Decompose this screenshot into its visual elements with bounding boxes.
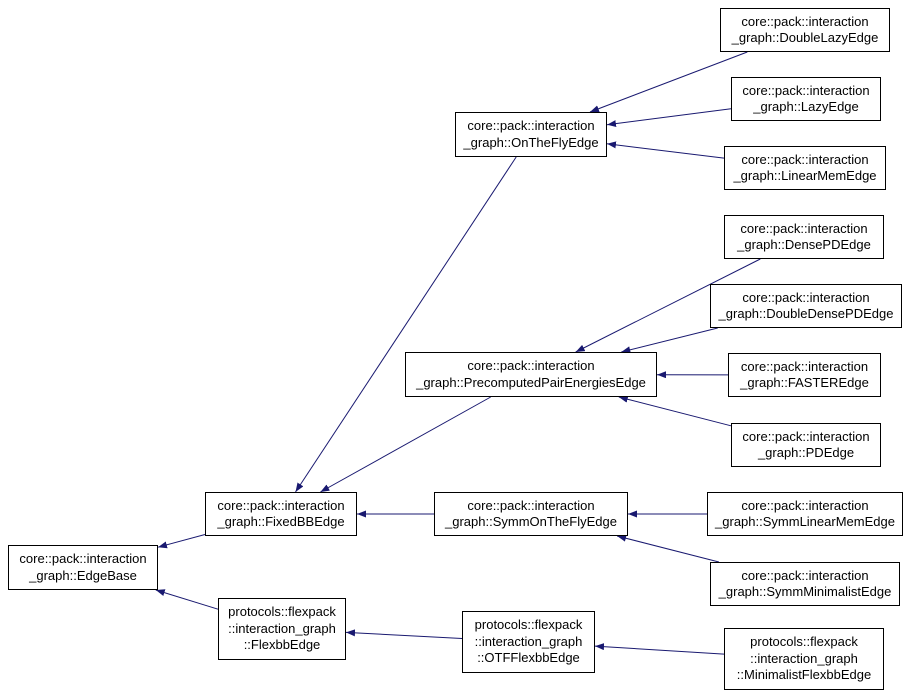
inheritance-arrow-MinimalistFlexbbEdge-to-OTFFlexbbEdge xyxy=(594,643,725,655)
class-node-SymmLinearMemEdge[interactable]: core::pack::interaction_graph::SymmLinea… xyxy=(707,492,903,536)
class-node-label-line: _graph::FASTEREdge xyxy=(740,375,869,390)
class-node-label-line: core::pack::interaction xyxy=(742,82,870,98)
inheritance-arrow-PrecomputedPairEnergiesEdge-to-FixedBBEdge xyxy=(320,396,491,493)
class-node-FixedBBEdge[interactable]: core::pack::interaction_graph::FixedBBEd… xyxy=(205,492,357,536)
class-node-label-line: _graph::DensePDEdge xyxy=(737,237,871,252)
inheritance-arrow-DoubleLazyEdge-to-OnTheFlyEdge xyxy=(589,51,748,113)
class-node-label-line: core::pack::interaction xyxy=(740,220,868,236)
class-node-label-line: _graph::DoubleDensePDEdge xyxy=(718,306,894,321)
class-node-label-line: _graph::PrecomputedPairEnergiesEdge xyxy=(416,374,646,390)
class-node-label-line: core::pack::interaction xyxy=(741,497,869,513)
class-node-FASTEREdge[interactable]: core::pack::interaction_graph::FASTEREdg… xyxy=(728,353,881,397)
inheritance-arrow-SymmMinimalistEdge-to-SymmOnTheFlyEdge xyxy=(616,534,720,563)
class-node-label-line: core::pack::interaction xyxy=(741,13,869,29)
class-node-label-line: ::MinimalistFlexbbEdge xyxy=(736,667,872,683)
class-node-label-line: ::OTFFlexbbEdge xyxy=(477,650,580,666)
class-node-label-line: _graph::FixedBBEdge xyxy=(217,514,345,529)
class-node-label-line: core::pack::interaction xyxy=(740,358,869,374)
class-node-FlexbbEdge[interactable]: protocols::flexpack::interaction_graph::… xyxy=(218,598,346,660)
class-node-LinearMemEdge[interactable]: core::pack::interaction_graph::LinearMem… xyxy=(724,146,886,190)
class-node-label-line: core::pack::interaction xyxy=(741,567,869,583)
class-node-label-line: _graph::DoubleLazyEdge xyxy=(731,30,879,45)
class-node-label-line: _graph::OnTheFlyEdge xyxy=(463,134,599,150)
inheritance-arrow-FlexbbEdge-to-EdgeBase xyxy=(155,589,219,610)
class-node-label-line: core::pack::interaction xyxy=(467,358,595,373)
class-node-label-line: ::FlexbbEdge xyxy=(243,637,321,653)
inheritance-arrow-OnTheFlyEdge-to-FixedBBEdge xyxy=(295,156,517,493)
class-node-DensePDEdge[interactable]: core::pack::interaction_graph::DensePDEd… xyxy=(724,215,884,259)
class-node-label-line: _graph::SymmMinimalistEdge xyxy=(718,584,892,599)
class-node-label-line: core::pack::interaction xyxy=(742,289,870,305)
class-node-MinimalistFlexbbEdge[interactable]: protocols::flexpack::interaction_graph::… xyxy=(724,628,884,690)
class-node-OnTheFlyEdge[interactable]: core::pack::interaction_graph::OnTheFlyE… xyxy=(455,112,607,157)
class-node-label-line: _graph::LazyEdge xyxy=(753,99,859,114)
class-node-PrecomputedPairEnergiesEdge[interactable]: core::pack::interaction_graph::Precomput… xyxy=(405,352,657,397)
class-node-label-line: core::pack::interaction xyxy=(467,118,595,133)
class-node-OTFFlexbbEdge[interactable]: protocols::flexpack::interaction_graph::… xyxy=(462,611,595,673)
class-node-SymmMinimalistEdge[interactable]: core::pack::interaction_graph::SymmMinim… xyxy=(710,562,900,606)
class-node-DoubleLazyEdge[interactable]: core::pack::interaction_graph::DoubleLaz… xyxy=(720,8,890,52)
class-node-label-line: core::pack::interaction xyxy=(741,151,869,167)
inheritance-arrow-DoubleDensePDEdge-to-PrecomputedPairEnergiesEdge xyxy=(621,327,718,354)
class-node-label-line: _graph::SymmOnTheFlyEdge xyxy=(445,514,617,529)
inheritance-arrow-LazyEdge-to-OnTheFlyEdge xyxy=(606,108,732,128)
class-node-label-line: core::pack::interaction xyxy=(217,497,345,513)
class-node-label-line: ::interaction_graph xyxy=(474,633,583,649)
class-node-label-line: protocols::flexpack xyxy=(474,617,583,633)
class-node-label-line: core::pack::interaction xyxy=(742,428,870,444)
class-node-label-line: protocols::flexpack xyxy=(228,604,336,620)
class-node-label-line: protocols::flexpack xyxy=(750,634,858,650)
class-node-label-line: _graph::PDEdge xyxy=(757,445,855,460)
class-node-label-line: core::pack::interaction xyxy=(19,551,147,566)
class-node-label-line: ::interaction_graph xyxy=(750,650,858,666)
inheritance-arrow-LinearMemEdge-to-OnTheFlyEdge xyxy=(606,141,725,159)
class-node-EdgeBase[interactable]: core::pack::interaction_graph::EdgeBase xyxy=(8,545,158,590)
class-node-SymmOnTheFlyEdge[interactable]: core::pack::interaction_graph::SymmOnThe… xyxy=(434,492,628,536)
class-node-label-line: ::interaction_graph xyxy=(228,620,336,636)
inheritance-arrow-FixedBBEdge-to-EdgeBase xyxy=(157,534,206,549)
inheritance-arrow-OTFFlexbbEdge-to-FlexbbEdge xyxy=(345,629,463,639)
class-node-DoubleDensePDEdge[interactable]: core::pack::interaction_graph::DoubleDen… xyxy=(710,284,902,328)
class-node-label-line: _graph::LinearMemEdge xyxy=(733,168,877,183)
class-node-label-line: core::pack::interaction xyxy=(467,497,595,513)
class-node-label-line: _graph::SymmLinearMemEdge xyxy=(715,514,895,529)
class-node-LazyEdge[interactable]: core::pack::interaction_graph::LazyEdge xyxy=(731,77,881,121)
class-node-PDEdge[interactable]: core::pack::interaction_graph::PDEdge xyxy=(731,423,881,467)
inheritance-arrow-PDEdge-to-PrecomputedPairEnergiesEdge xyxy=(618,395,732,427)
class-node-label-line: _graph::EdgeBase xyxy=(29,567,137,583)
